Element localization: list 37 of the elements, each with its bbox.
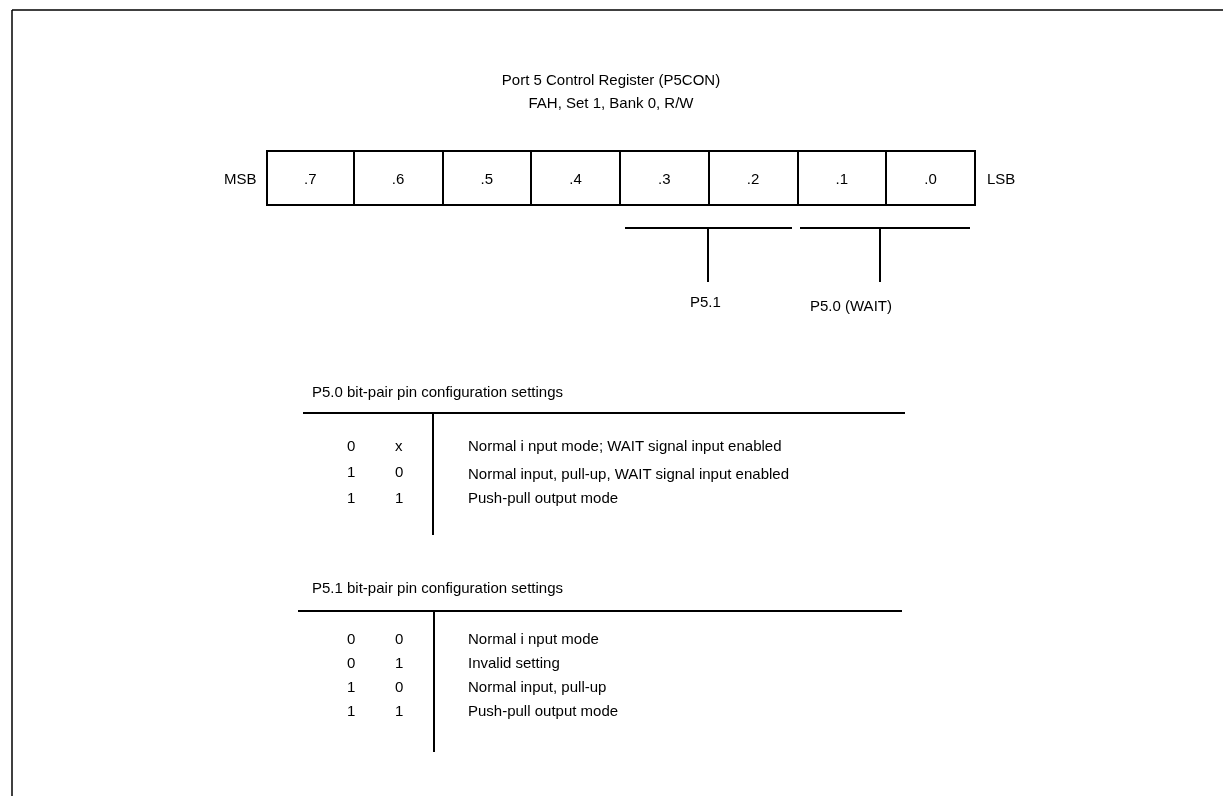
msb-label: MSB [224,170,257,188]
table-cell: 0 [395,630,404,648]
lsb-label: LSB [987,170,1016,188]
table-heading: P5.1 bit-pair pin configuration settings [312,579,563,597]
table-cell: 0 [347,437,356,455]
table-cell: Normal i nput mode [468,630,599,648]
table-cell: Normal input, pull-up, WAIT signal input enabled [468,465,789,483]
field-name: P5.0 (WAIT) [810,297,892,315]
bit-cell: .4 [530,150,621,206]
table-cell: 1 [395,654,404,672]
table-cell: Normal input, pull-up [468,678,607,696]
table-cell: Invalid setting [468,654,560,672]
table-cell: 1 [347,463,356,481]
table-cell: 1 [347,489,356,507]
bit-cell: .3 [619,150,710,206]
table-cell: 0 [347,630,356,648]
bit-cell: .6 [352,150,444,206]
table-cell: Normal i nput mode; WAIT signal input enabled [468,437,782,455]
bit-cell: .5 [441,150,533,206]
table-cell: 1 [347,678,356,696]
register-title: Port 5 Control Register (P5CON) [500,71,722,89]
bit-cell: .7 [266,150,355,206]
table-cell: Push-pull output mode [468,489,619,507]
table-cell: x [395,437,403,455]
bit-cell: .1 [796,150,888,206]
field-name: P5.1 [690,293,721,311]
table-cell: 1 [347,702,356,720]
register-address: FAH, Set 1, Bank 0, R/W [527,94,695,112]
table-cell: 0 [395,463,404,481]
table-cell: Push-pull output mode [468,702,619,720]
bit-cell: .2 [707,150,799,206]
table-heading: P5.0 bit-pair pin configuration settings [312,383,563,401]
table-cell: 0 [395,678,404,696]
table-cell: 1 [395,489,404,507]
bit-cell: .0 [885,150,976,206]
table-cell: 0 [347,654,356,672]
table-cell: 1 [395,702,404,720]
